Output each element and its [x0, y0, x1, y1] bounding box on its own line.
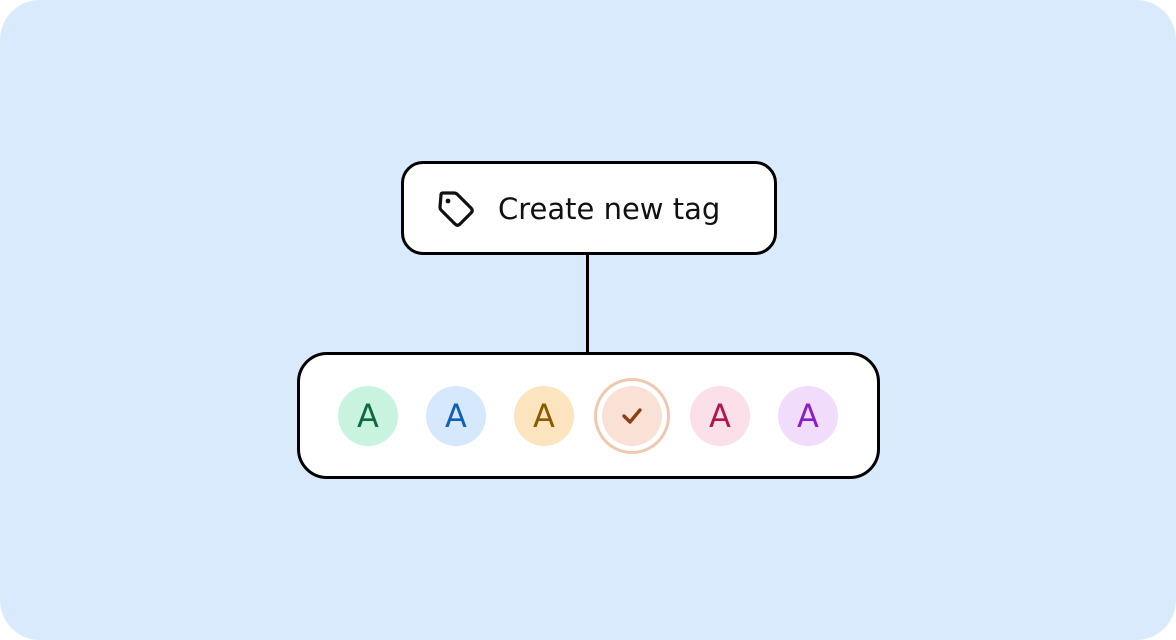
color-option-letter: A [797, 397, 819, 435]
color-option-letter: A [709, 397, 731, 435]
color-option-blue[interactable]: A [426, 386, 486, 446]
color-option-letter: A [533, 397, 555, 435]
tag-icon [438, 191, 474, 227]
color-palette: A A A A A [297, 352, 880, 479]
color-option-letter: A [357, 397, 379, 435]
color-option-letter: A [445, 397, 467, 435]
create-new-tag-button[interactable]: Create new tag [401, 161, 777, 255]
color-option-green[interactable]: A [338, 386, 398, 446]
check-icon [622, 408, 642, 424]
connector-line [586, 255, 589, 354]
color-option-orange[interactable] [602, 386, 662, 446]
color-option-purple[interactable]: A [778, 386, 838, 446]
color-option-amber[interactable]: A [514, 386, 574, 446]
create-new-tag-label: Create new tag [498, 192, 721, 226]
color-option-pink[interactable]: A [690, 386, 750, 446]
